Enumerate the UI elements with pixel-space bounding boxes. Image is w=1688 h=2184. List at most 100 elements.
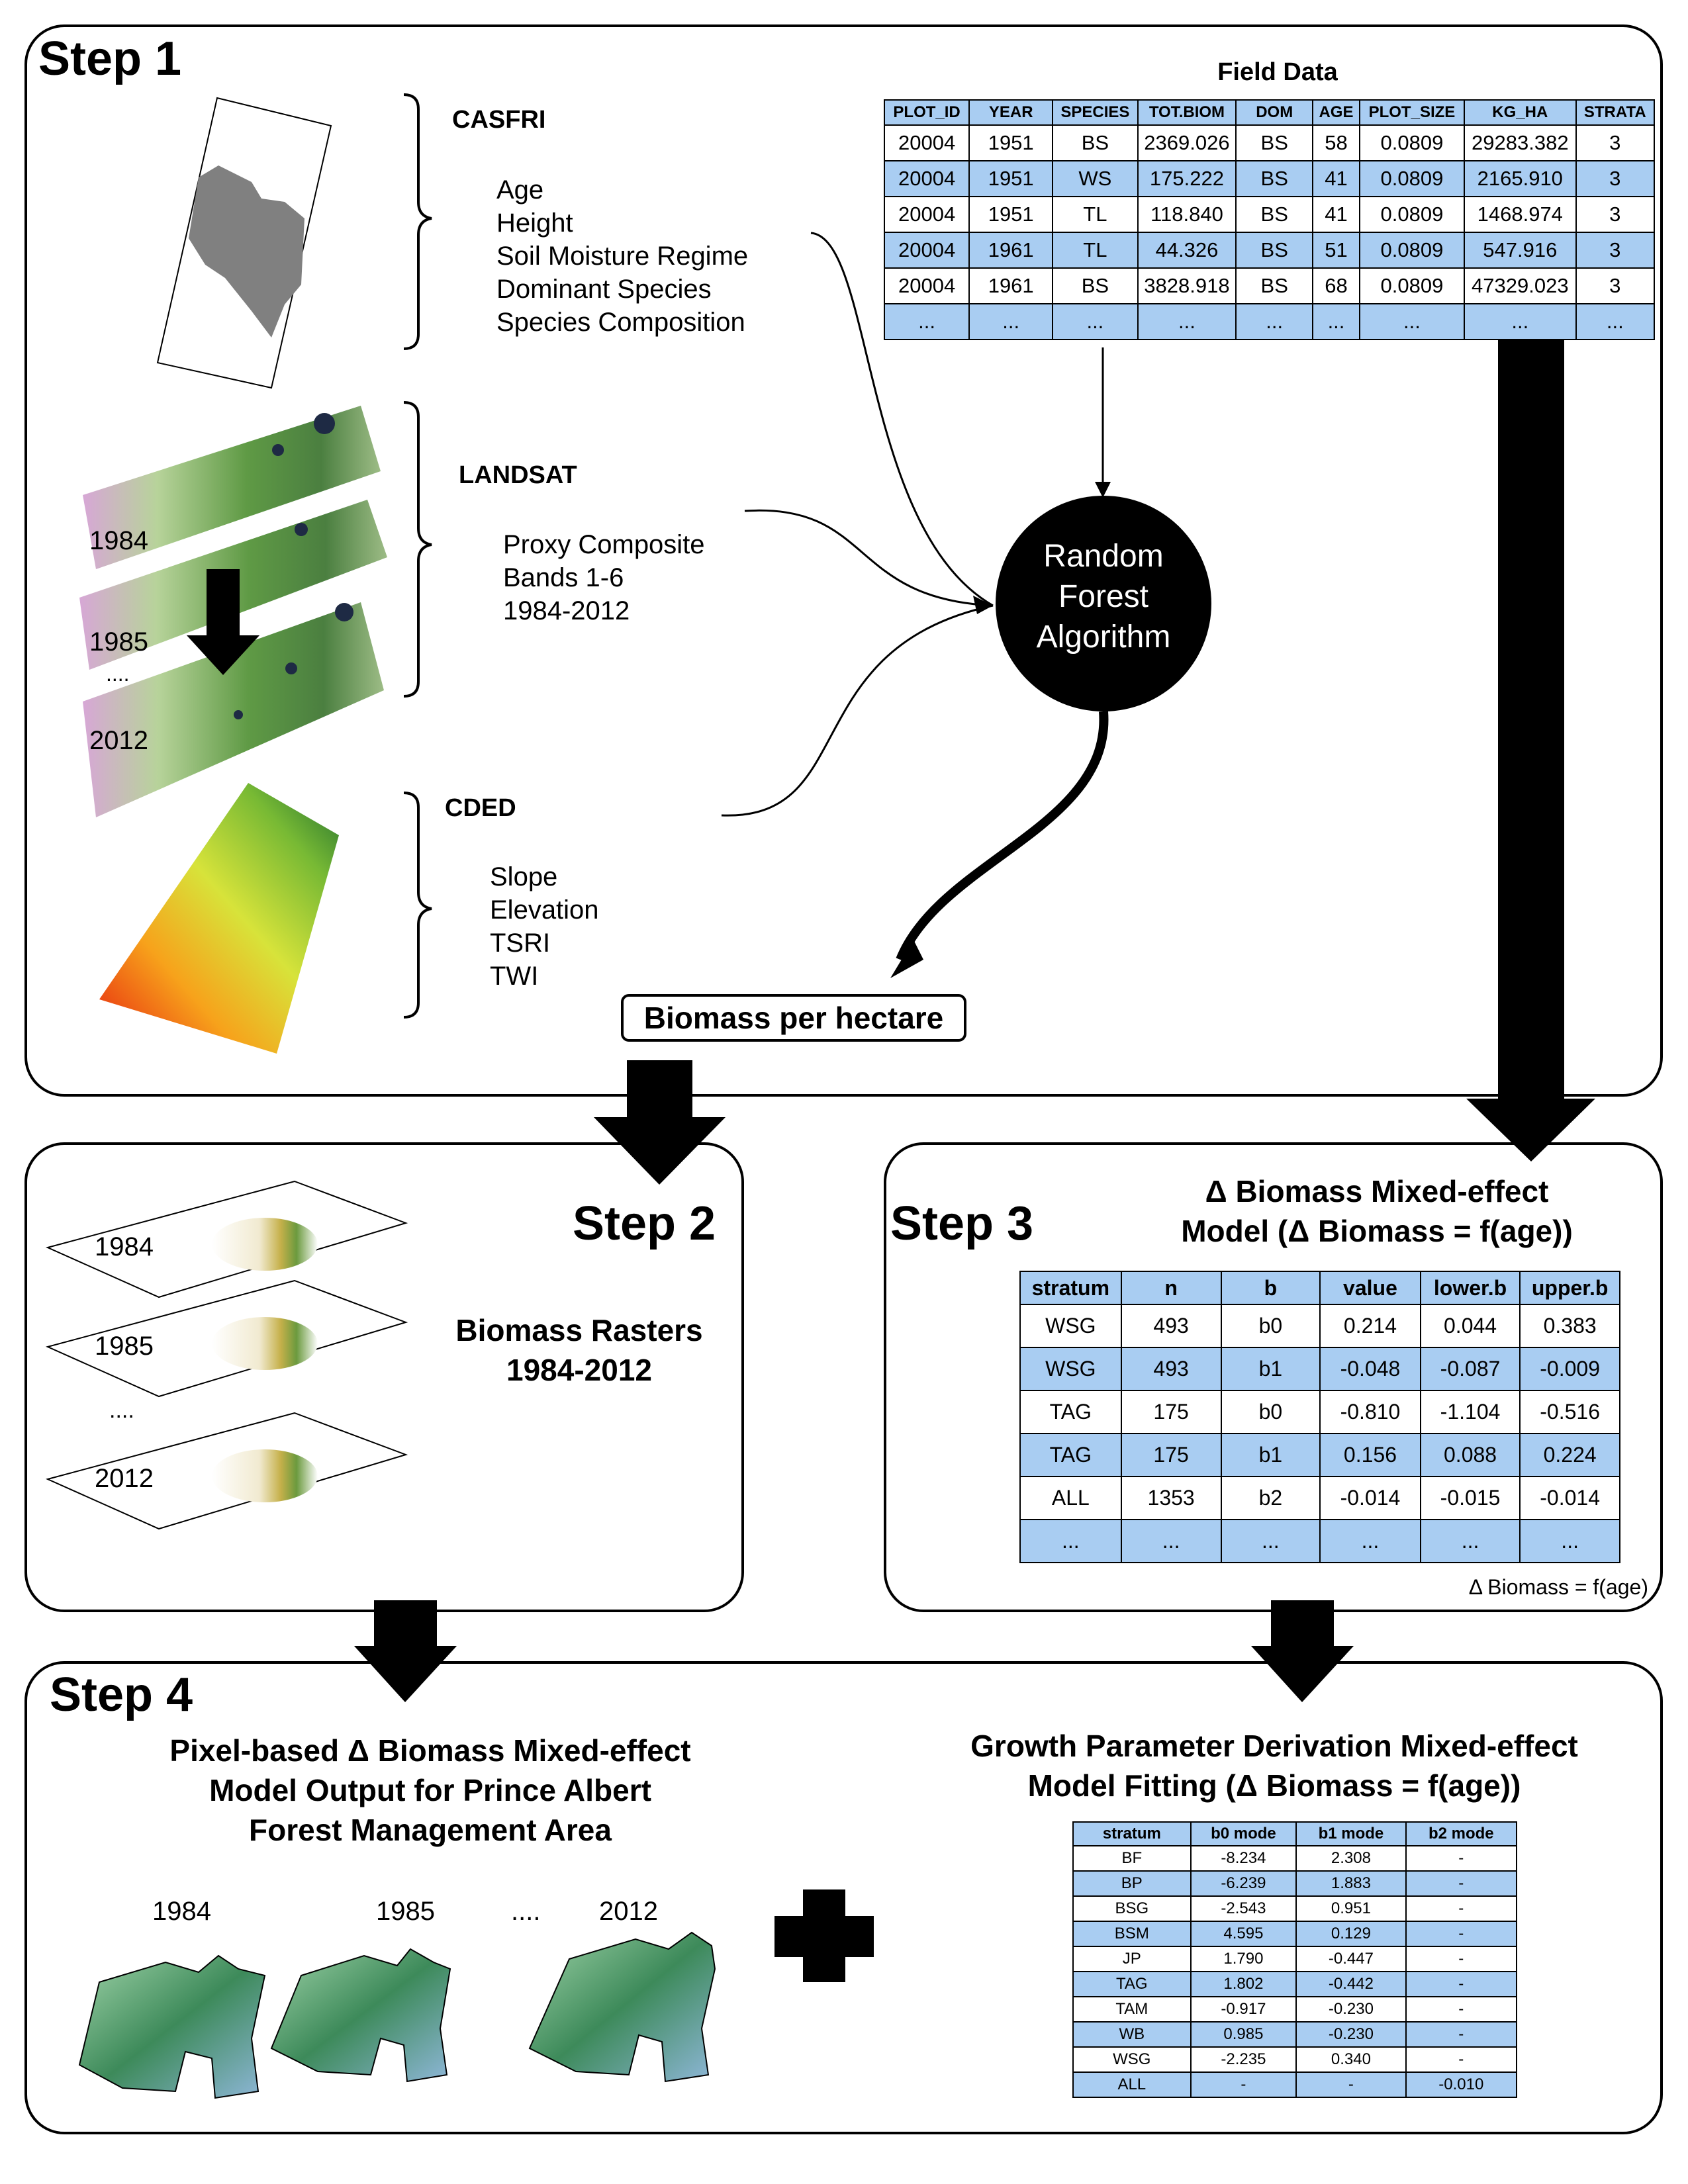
growth-cell: -0.230 <box>1295 2021 1407 2048</box>
step3-row: ALL 1353 b2 -0.014 -0.015 -0.014 <box>1019 1476 1620 1520</box>
field-data-cell: ... <box>1235 303 1314 340</box>
random-forest-node <box>996 496 1211 711</box>
field-data-cell: ... <box>1137 303 1237 340</box>
biomass-raster-stack <box>46 1180 408 1530</box>
growth-cell: -6.239 <box>1190 1870 1297 1897</box>
field-data-cell: 1468.974 <box>1464 196 1577 233</box>
field-data-row: ... ... ... ... ... ... ... ... ... <box>883 303 1656 340</box>
step3-cell: TAG <box>1019 1433 1122 1477</box>
field-data-cell: 3 <box>1575 267 1656 304</box>
growth-cell: -0.447 <box>1295 1946 1407 1972</box>
field-data-cell: 20004 <box>883 160 970 197</box>
growth-cell: -0.917 <box>1190 1996 1297 2023</box>
step3-cell: b1 <box>1220 1347 1321 1391</box>
step2-heading-line2: 1984-2012 <box>506 1353 652 1387</box>
field-data-header: PLOT_SIZE <box>1358 99 1466 126</box>
step3-cell: ... <box>1220 1519 1321 1563</box>
growth-cell: WB <box>1072 2021 1192 2048</box>
step3-cell: 0.156 <box>1319 1433 1421 1477</box>
field-data-cell: ... <box>1575 303 1656 340</box>
field-data-cell: BS <box>1235 232 1314 269</box>
field-data-cell: 3828.918 <box>1137 267 1237 304</box>
field-data-cell: 0.0809 <box>1358 267 1466 304</box>
step4-right-heading: Growth Parameter Derivation Mixed-effect… <box>914 1726 1635 1805</box>
cded-title: CDED <box>445 794 516 822</box>
field-data-to-step3-arrow <box>1466 334 1595 1161</box>
step2-year-1984: 1984 <box>95 1232 154 1261</box>
step3-header: b <box>1220 1271 1321 1305</box>
step3-row: TAG 175 b0 -0.810 -1.104 -0.516 <box>1019 1390 1620 1434</box>
step4-year-1984: 1984 <box>152 1897 211 1926</box>
casfri-attr: Height <box>496 208 573 238</box>
casfri-bracket <box>403 93 432 350</box>
growth-cell: 0.951 <box>1295 1895 1407 1922</box>
rf-output-connector <box>896 711 1109 962</box>
step3-cell: 0.383 <box>1519 1304 1620 1348</box>
growth-header: b1 mode <box>1295 1821 1407 1846</box>
field-data-cell: 0.0809 <box>1358 232 1466 269</box>
cded-dem-image <box>99 783 339 1054</box>
step4-left-heading: Pixel-based Δ Biomass Mixed-effect Model… <box>99 1731 761 1850</box>
field-data-table: PLOT_ID YEAR SPECIES TOT.BIOM DOM AGE PL… <box>883 99 1656 340</box>
step2-heading-line1: Biomass Rasters <box>455 1313 703 1347</box>
casfri-attr: Dominant Species <box>496 275 712 304</box>
step4-title: Step 4 <box>50 1668 193 1721</box>
growth-header: b2 mode <box>1405 1821 1518 1846</box>
step3-cell: b0 <box>1220 1390 1321 1434</box>
step4-left-heading-line1: Pixel-based Δ Biomass Mixed-effect <box>169 1733 691 1768</box>
field-data-header: AGE <box>1312 99 1360 126</box>
growth-cell: BP <box>1072 1870 1192 1897</box>
field-data-cell: 47329.023 <box>1464 267 1577 304</box>
growth-row: TAM -0.917 -0.230 - <box>1072 1996 1518 2023</box>
step3-cell: -1.104 <box>1419 1390 1521 1434</box>
casfri-attributes: Age Height Soil Moisture Regime Dominant… <box>496 173 748 339</box>
landsat-year-2012: 2012 <box>89 726 148 755</box>
growth-cell: -8.234 <box>1190 1845 1297 1872</box>
prince-albert-maps <box>78 1931 716 2099</box>
step3-cell: b2 <box>1220 1476 1321 1520</box>
field-data-cell: 20004 <box>883 267 970 304</box>
field-data-cell: 1951 <box>968 196 1054 233</box>
cded-connector <box>721 604 994 817</box>
field-data-cell: ... <box>883 303 970 340</box>
field-data-cell: 175.222 <box>1137 160 1237 197</box>
step3-cell: 175 <box>1120 1433 1222 1477</box>
step3-heading: Δ Biomass Mixed-effect Model (Δ Biomass … <box>1112 1171 1642 1251</box>
growth-cell: BSG <box>1072 1895 1192 1922</box>
step3-cell: 0.044 <box>1419 1304 1521 1348</box>
field-data-row: 20004 1951 BS 2369.026 BS 58 0.0809 2928… <box>883 124 1656 161</box>
step3-row: TAG 175 b1 0.156 0.088 0.224 <box>1019 1433 1620 1477</box>
growth-cell: 1.883 <box>1295 1870 1407 1897</box>
step3-cell: -0.009 <box>1519 1347 1620 1391</box>
field-data-title: Field Data <box>1217 58 1338 86</box>
field-data-row: 20004 1961 BS 3828.918 BS 68 0.0809 4732… <box>883 267 1656 304</box>
field-data-cell: 547.916 <box>1464 232 1577 269</box>
landsat-attributes: Proxy Composite Bands 1-6 1984-2012 <box>503 528 705 627</box>
step3-to-step4-arrow <box>1251 1600 1354 1702</box>
step2-title: Step 2 <box>573 1197 716 1250</box>
step2-to-step4-arrow <box>354 1600 457 1702</box>
step3-caption: Δ Biomass = f(age) <box>1468 1575 1648 1599</box>
step3-header: stratum <box>1019 1271 1122 1305</box>
field-data-header: KG_HA <box>1464 99 1577 126</box>
step1-title: Step 1 <box>38 32 182 85</box>
growth-cell: - <box>1295 2071 1407 2098</box>
step4-year-1985: 1985 <box>376 1897 435 1926</box>
growth-cell: 0.985 <box>1190 2021 1297 2048</box>
field-data-cell: 20004 <box>883 196 970 233</box>
field-data-cell: 2369.026 <box>1137 124 1237 161</box>
random-forest-label: Random Forest Algorithm <box>996 536 1211 657</box>
field-data-cell: 29283.382 <box>1464 124 1577 161</box>
growth-cell: -0.010 <box>1405 2071 1518 2098</box>
growth-cell: -0.230 <box>1295 1996 1407 2023</box>
field-data-cell: 1951 <box>968 124 1054 161</box>
growth-cell: - <box>1405 2046 1518 2073</box>
field-data-cell: 3 <box>1575 160 1656 197</box>
step3-row: ... ... ... ... ... ... <box>1019 1519 1620 1563</box>
biomass-per-hectare-box: Biomass per hectare <box>621 994 966 1042</box>
field-data-cell: 1951 <box>968 160 1054 197</box>
landsat-title: LANDSAT <box>459 461 577 489</box>
step3-title: Step 3 <box>890 1197 1034 1250</box>
field-data-cell: 41 <box>1312 196 1360 233</box>
field-data-header: YEAR <box>968 99 1054 126</box>
